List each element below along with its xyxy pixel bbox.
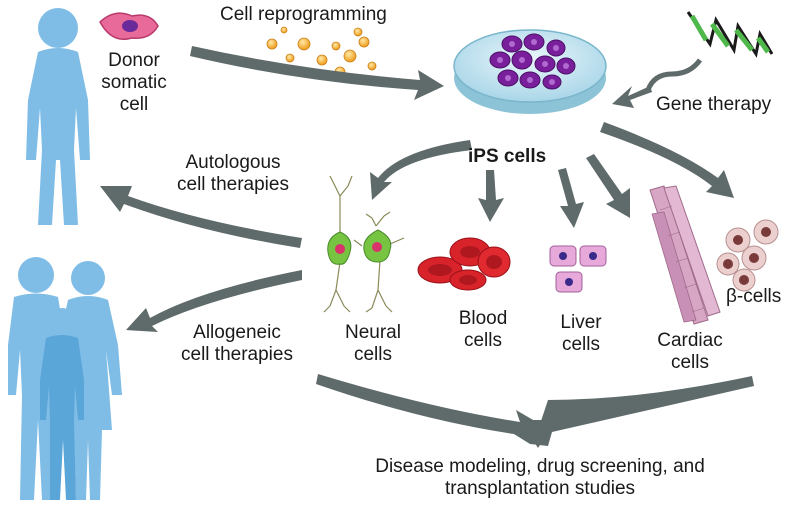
label-blood-line-1: Blood (458, 308, 508, 329)
donor-human-silhouette (26, 8, 90, 225)
label-liver-line-2: cells (561, 334, 600, 355)
label-blood-line-2: cells (463, 330, 502, 351)
label-donor-line-2: somatic (101, 72, 167, 93)
neural-cells-icon (323, 175, 405, 313)
label-allogeneic-line-2: cell therapies (181, 344, 293, 365)
label-outcome: Disease modeling, drug screening, and tr… (320, 456, 760, 500)
beta-cells-icon (716, 219, 779, 292)
label-autologous-line-2: cell therapies (177, 174, 289, 195)
label-allogeneic: Allogeneic cell therapies (162, 322, 312, 366)
somatic-cell-icon (99, 12, 159, 40)
label-outcome-line-2: transplantation studies (444, 478, 636, 499)
label-donor-somatic-cell: Donor somatic cell (92, 50, 176, 116)
label-donor-line-3: cell (119, 94, 149, 115)
flow-arrows (100, 46, 754, 448)
label-neural-line-1: Neural (345, 322, 401, 343)
label-neural-cells: Neural cells (336, 322, 410, 366)
label-blood-cells: Blood cells (448, 308, 518, 352)
cardiac-cells-icon (649, 185, 721, 325)
label-cardiac-line-1: Cardiac (657, 330, 723, 351)
label-outcome-line-1: Disease modeling, drug screening, and (375, 456, 705, 477)
label-autologous-line-1: Autologous (185, 152, 281, 173)
label-cardiac-cells: Cardiac cells (650, 330, 730, 374)
family-silhouettes (8, 257, 122, 500)
liver-cells-icon (549, 245, 607, 293)
label-gene-therapy: Gene therapy (656, 94, 772, 115)
label-cell-reprogramming: Cell reprogramming (220, 4, 387, 25)
label-liver-cells: Liver cells (548, 312, 614, 356)
blood-cells-icon (417, 237, 511, 291)
label-liver-line-1: Liver (560, 312, 602, 333)
dna-vector-icon (645, 11, 774, 91)
petri-dish-ips (453, 29, 607, 114)
label-allogeneic-line-1: Allogeneic (193, 322, 281, 343)
label-neural-line-2: cells (353, 344, 392, 365)
label-beta-cells: β-cells (726, 286, 782, 307)
label-autologous: Autologous cell therapies (158, 152, 308, 196)
label-ips-cells: iPS cells (468, 146, 547, 167)
label-cardiac-line-2: cells (670, 352, 709, 373)
label-donor-line-1: Donor (108, 50, 160, 71)
